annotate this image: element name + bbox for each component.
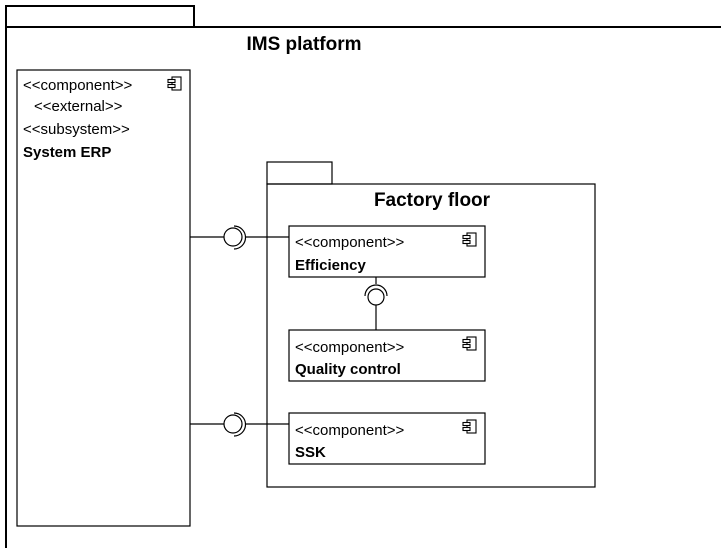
quality-control-stereotype: <<component>> <box>295 339 404 356</box>
lollipop-icon <box>367 288 385 306</box>
ims-platform-package <box>5 5 721 548</box>
erp-stereotype-component: <<component>> <box>23 77 132 94</box>
component-icon <box>462 232 477 247</box>
lollipop-icon <box>223 227 243 247</box>
efficiency-stereotype: <<component>> <box>295 234 404 251</box>
efficiency-name: Efficiency <box>295 257 367 274</box>
erp-stereotype-external: <<external>> <box>34 98 123 115</box>
factory-package-tab <box>266 161 333 185</box>
ssk-stereotype: <<component>> <box>295 422 404 439</box>
component-icon <box>462 336 477 351</box>
ssk-component[interactable] <box>288 412 486 465</box>
component-icon <box>167 76 182 91</box>
ims-package-tab <box>5 5 195 28</box>
component-icon <box>462 419 477 434</box>
erp-efficiency-interface <box>190 225 289 250</box>
erp-name: System ERP <box>23 144 111 161</box>
efficiency-quality-interface <box>364 277 388 330</box>
ims-platform-title: IMS platform <box>246 34 361 55</box>
efficiency-component[interactable] <box>288 225 486 278</box>
ssk-name: SSK <box>295 444 326 461</box>
factory-floor-title: Factory floor <box>374 190 491 211</box>
socket-icon <box>364 284 388 297</box>
erp-stereotype-subsystem: <<subsystem>> <box>23 121 130 138</box>
lollipop-icon <box>223 414 243 434</box>
quality-control-name: Quality control <box>295 361 401 378</box>
factory-package-body <box>266 183 596 488</box>
erp-ssk-interface <box>190 412 289 437</box>
quality-control-component[interactable] <box>288 329 486 382</box>
ims-package-body <box>5 26 721 548</box>
factory-floor-package <box>266 161 596 488</box>
system-erp-component[interactable] <box>16 69 191 527</box>
